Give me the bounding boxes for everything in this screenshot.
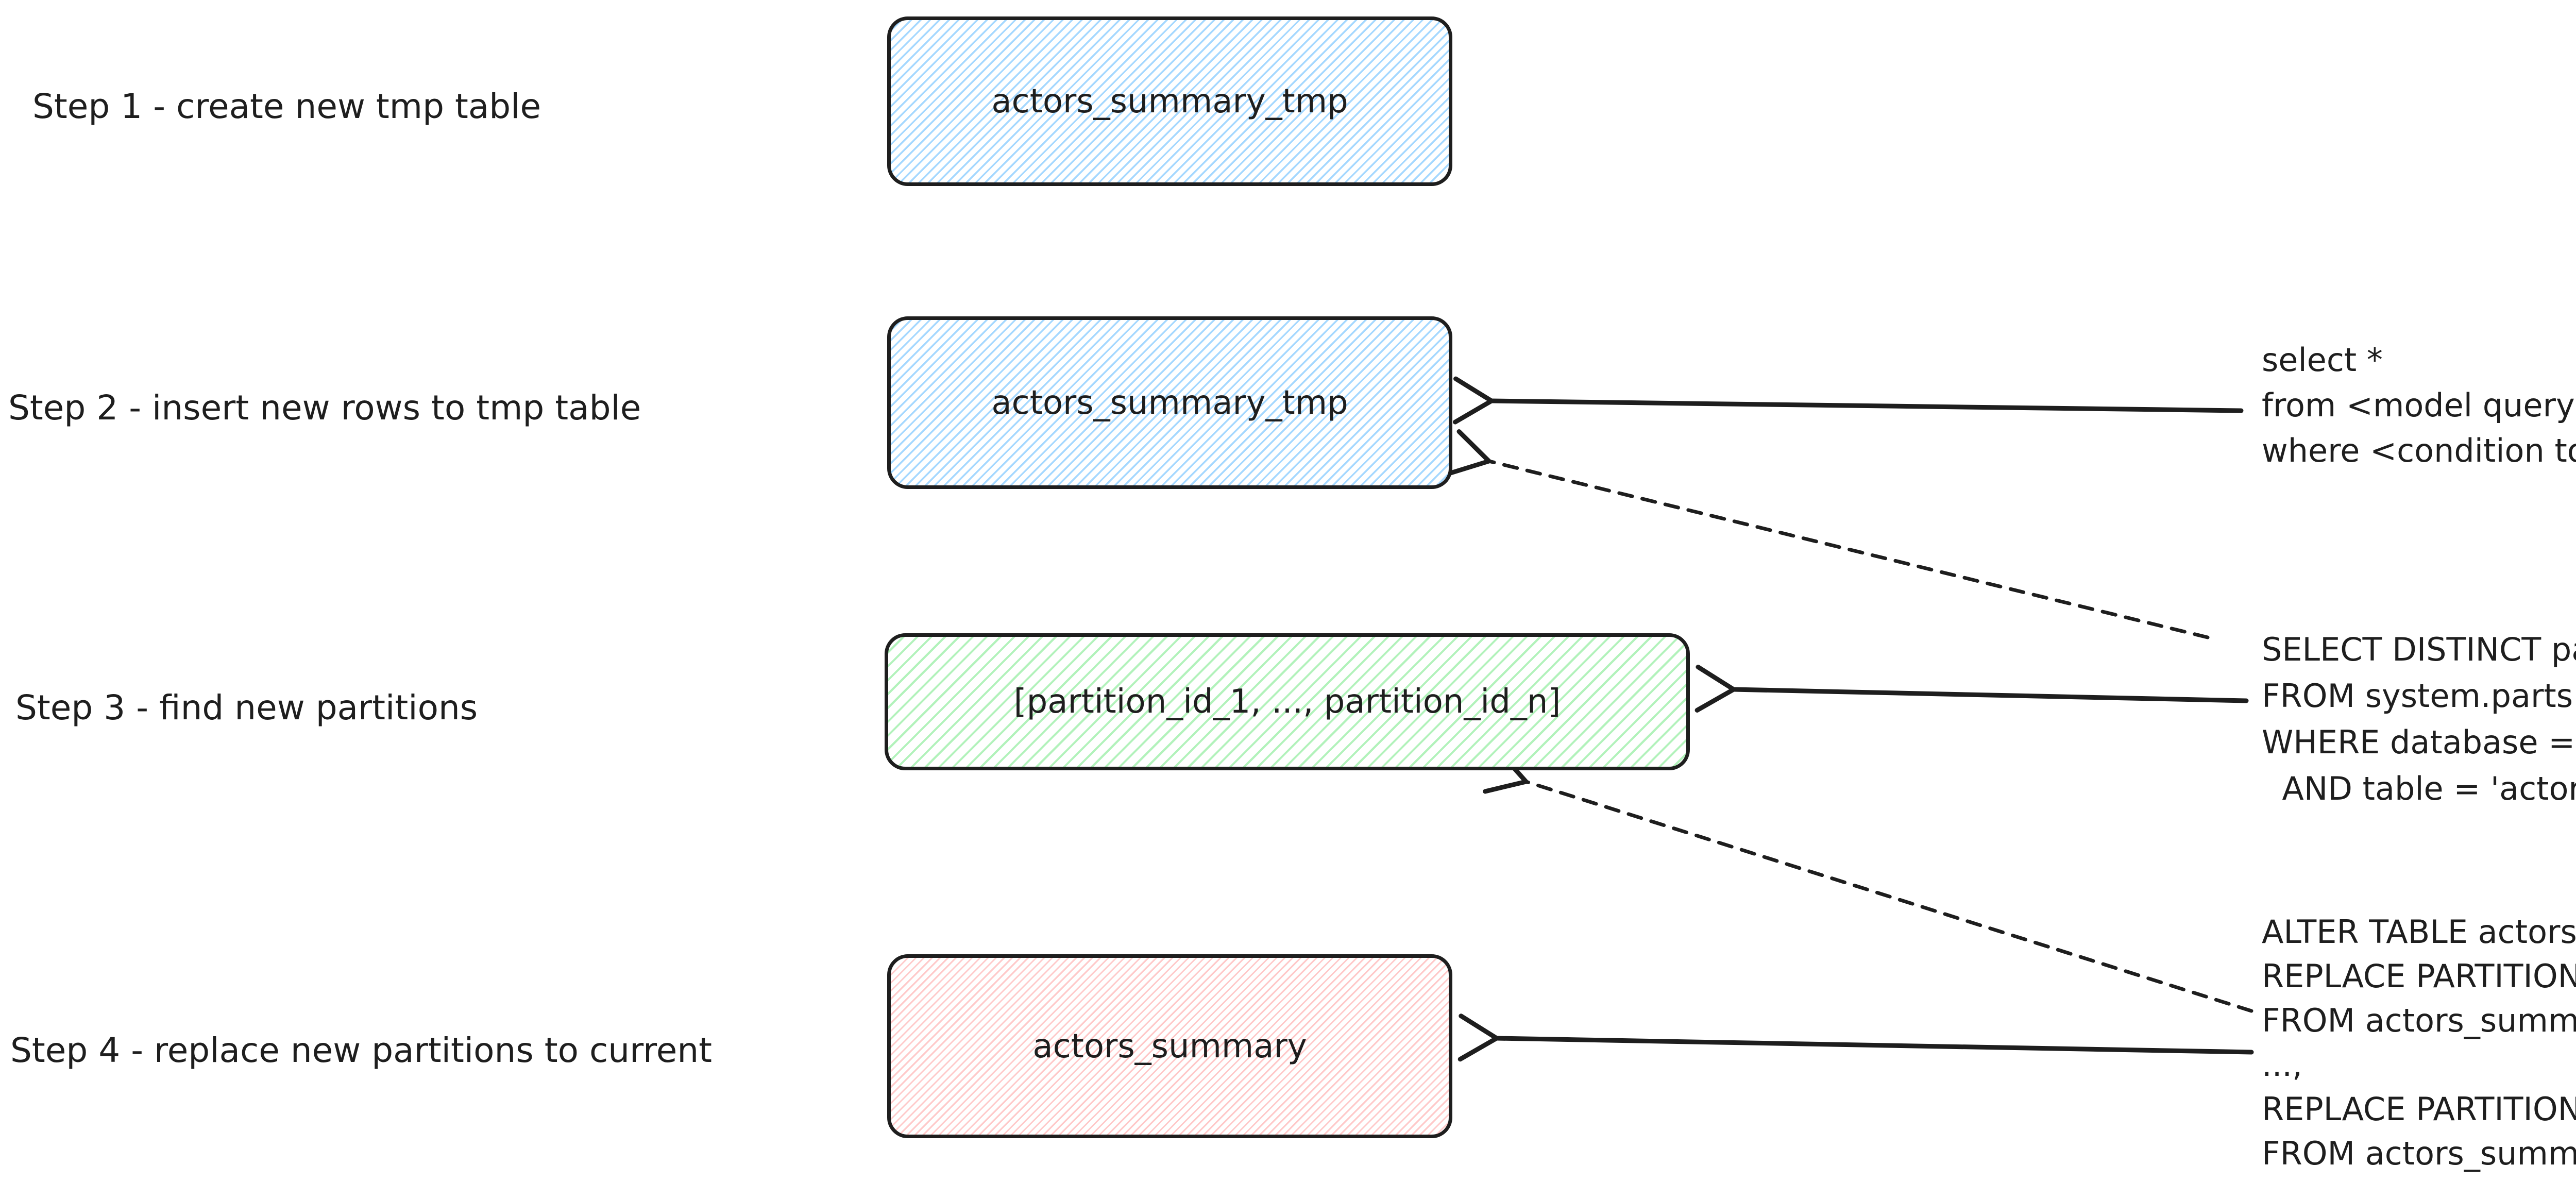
node-tmp-table-step2-label: actors_summary_tmp xyxy=(991,383,1348,422)
step-1-label: Step 1 - create new tmp table xyxy=(32,87,541,126)
step-3-label: Step 3 - find new partitions xyxy=(15,688,478,728)
arrow-find-partitions-sql-to-partition-list xyxy=(1694,664,2249,713)
node-actors-summary-label: actors_summary xyxy=(1032,1027,1307,1066)
sql-line: ALTER TABLE actors_summary xyxy=(2262,913,2576,951)
sql-line: FROM actors_summary_tmp, xyxy=(2262,1135,2576,1172)
sql-line: select * xyxy=(2262,341,2383,379)
sql-line: AND table = 'actors_summary_tmp' xyxy=(2282,770,2576,807)
node-tmp-table-step1-label: actors_summary_tmp xyxy=(991,82,1348,121)
sql-line: FROM actors_summary_tmp, xyxy=(2262,1002,2576,1039)
node-actors-summary: actors_summary xyxy=(887,954,1452,1138)
step-4-label: Step 4 - replace new partitions to curre… xyxy=(10,1031,713,1070)
sql-line: ..., xyxy=(2262,1046,2302,1084)
node-tmp-table-step2: actors_summary_tmp xyxy=(887,316,1452,489)
sql-line: FROM system.parts xyxy=(2262,677,2573,715)
sql-find-partitions: SELECT DISTINCT partition_id FROM system… xyxy=(2262,627,2576,812)
node-partition-list-label: [partition_id_1, ..., partition_id_n] xyxy=(1013,683,1561,721)
sql-line: from <model query> xyxy=(2262,386,2576,424)
step-2-label: Step 2 - insert new rows to tmp table xyxy=(8,388,641,428)
sql-line: WHERE database = <database> xyxy=(2262,723,2575,761)
dashed-arrow-find-partitions-sql-to-tmp-table xyxy=(1446,429,2210,639)
node-tmp-table-step1: actors_summary_tmp xyxy=(887,16,1452,186)
sql-line: where <condition to identify new> xyxy=(2262,432,2576,469)
arrow-replace-sql-to-actors-summary xyxy=(1458,1014,2254,1062)
sql-replace-partitions: ALTER TABLE actors_summary REPLACE PARTI… xyxy=(2262,910,2576,1176)
dashed-arrow-replace-sql-to-partition-list xyxy=(1483,748,2253,1013)
arrow-insert-sql-to-tmp-table xyxy=(1452,376,2244,425)
node-partition-list: [partition_id_1, ..., partition_id_n] xyxy=(885,633,1690,770)
sql-line: REPLACE PARTITION partition_id_1 xyxy=(2262,957,2576,995)
sql-line: SELECT DISTINCT partition_id xyxy=(2262,631,2576,668)
sql-line: REPLACE PARTITION partition_id_n xyxy=(2262,1090,2576,1128)
sql-insert-new-rows: select * from <model query> where <condi… xyxy=(2262,337,2576,474)
